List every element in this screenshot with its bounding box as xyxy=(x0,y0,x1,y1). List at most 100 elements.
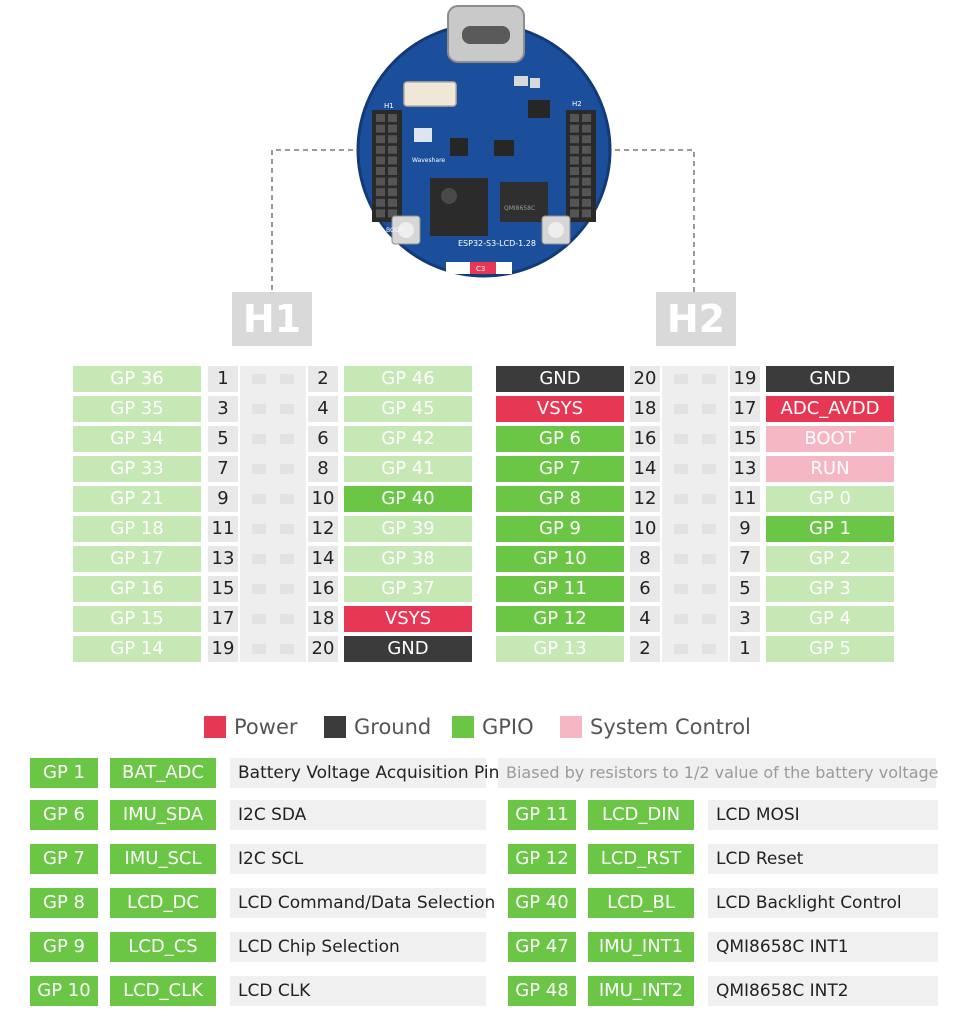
h1-pin-label: GP 18 xyxy=(73,516,201,542)
h2-leader-line xyxy=(606,149,695,292)
battery-connector xyxy=(403,81,457,107)
connector-hole xyxy=(252,404,266,414)
header-pin xyxy=(388,156,397,165)
function-gpio-label: GP 6 xyxy=(30,800,98,830)
cap-silkscreen: C3 xyxy=(476,265,485,273)
connector-hole xyxy=(702,554,716,564)
connector-hole xyxy=(280,614,294,624)
function-gpio-label: GP 47 xyxy=(508,932,576,962)
h1-pin-number: 16 xyxy=(308,576,338,602)
header-pin xyxy=(570,135,579,144)
h1-pin-number: 4 xyxy=(308,396,338,422)
h2-pin-number: 6 xyxy=(630,576,660,602)
h1-pin-label: GP 33 xyxy=(73,456,201,482)
legend-label: System Control xyxy=(590,715,751,739)
connector-hole xyxy=(674,584,688,594)
h2-pin-label: VSYS xyxy=(496,396,624,422)
function-signal-name: IMU_SDA xyxy=(110,800,216,830)
function-signal-name: BAT_ADC xyxy=(110,758,216,788)
header-h2 xyxy=(566,110,596,222)
h1-pin-number: 10 xyxy=(308,486,338,512)
h1-pin-label: GP 38 xyxy=(344,546,472,572)
function-description: I2C SCL xyxy=(230,844,486,874)
header-pin xyxy=(376,177,385,186)
h2-pin-label: GP 1 xyxy=(766,516,894,542)
h1-pin-label: GP 37 xyxy=(344,576,472,602)
connector-hole xyxy=(674,494,688,504)
function-gpio-label: GP 48 xyxy=(508,976,576,1006)
h1-pin-number: 7 xyxy=(208,456,238,482)
h1-pin-label: GP 21 xyxy=(73,486,201,512)
h2-pin-number: 9 xyxy=(730,516,760,542)
legend-item: Ground xyxy=(324,712,431,742)
function-row-bat-adc: GP 1 BAT_ADC Battery Voltage Acquisition… xyxy=(0,758,968,788)
connector-hole xyxy=(280,554,294,564)
board-illustration: ESP32-S3-LCD-1.28 Waveshare QMI8658C H1 … xyxy=(0,0,968,300)
h1-pin-number: 15 xyxy=(208,576,238,602)
h1-pin-label: GP 35 xyxy=(73,396,201,422)
header-pin xyxy=(582,188,591,197)
h1-pin-label: VSYS xyxy=(344,606,472,632)
h1-pin-label: GP 39 xyxy=(344,516,472,542)
header-pin xyxy=(388,177,397,186)
function-signal-name: IMU_SCL xyxy=(110,844,216,874)
connector-hole xyxy=(702,614,716,624)
function-gpio-label: GP 9 xyxy=(30,932,98,962)
function-description: LCD Reset xyxy=(708,844,938,874)
h1-pin-label: GP 36 xyxy=(73,366,201,392)
h1-leader-line xyxy=(271,149,362,292)
header-pin xyxy=(570,167,579,175)
legend-swatch xyxy=(560,716,582,738)
function-description: QMI8658C INT2 xyxy=(708,976,938,1006)
h2-pin-number: 10 xyxy=(630,516,660,542)
header-pin xyxy=(582,124,591,133)
h1-pin-label: GP 14 xyxy=(73,636,201,662)
legend-swatch xyxy=(324,716,346,738)
header-pin xyxy=(376,145,385,154)
h2-pin-label: RUN xyxy=(766,456,894,482)
header-pin xyxy=(388,167,397,175)
header-pin xyxy=(388,135,397,144)
h1-pin-number: 8 xyxy=(308,456,338,482)
connector-hole xyxy=(702,464,716,474)
h2-pin-label: GP 12 xyxy=(496,606,624,632)
function-signal-name: LCD_RST xyxy=(588,844,694,874)
header-pin xyxy=(376,114,385,122)
connector-hole xyxy=(252,644,266,654)
connector-hole xyxy=(702,524,716,534)
connector-hole xyxy=(674,434,688,444)
h1-pin-label: GP 16 xyxy=(73,576,201,602)
h2-pin-number: 19 xyxy=(730,366,760,392)
h1-title: H1 xyxy=(232,292,312,346)
imu-chip xyxy=(450,138,468,156)
connector-hole xyxy=(252,524,266,534)
header-pin xyxy=(582,177,591,186)
header-pin xyxy=(376,188,385,197)
legend-label: Power xyxy=(234,715,298,739)
h2-pin-number: 1 xyxy=(730,636,760,662)
h1-pin-label: GP 40 xyxy=(344,486,472,512)
h1-pin-number: 1 xyxy=(208,366,238,392)
h2-pin-label: GP 7 xyxy=(496,456,624,482)
h1-connector-strip xyxy=(240,366,306,662)
h2-pin-number: 4 xyxy=(630,606,660,632)
h2-pin-label: GP 4 xyxy=(766,606,894,632)
waveshare-logo xyxy=(414,128,432,142)
function-note: Biased by resistors to 1/2 value of the … xyxy=(498,758,939,788)
function-description: QMI8658C INT1 xyxy=(708,932,938,962)
function-gpio-label: GP 7 xyxy=(30,844,98,874)
function-description: LCD MOSI xyxy=(708,800,938,830)
h1-pin-number: 18 xyxy=(308,606,338,632)
header-pin xyxy=(376,124,385,133)
h2-pin-label: GP 6 xyxy=(496,426,624,452)
